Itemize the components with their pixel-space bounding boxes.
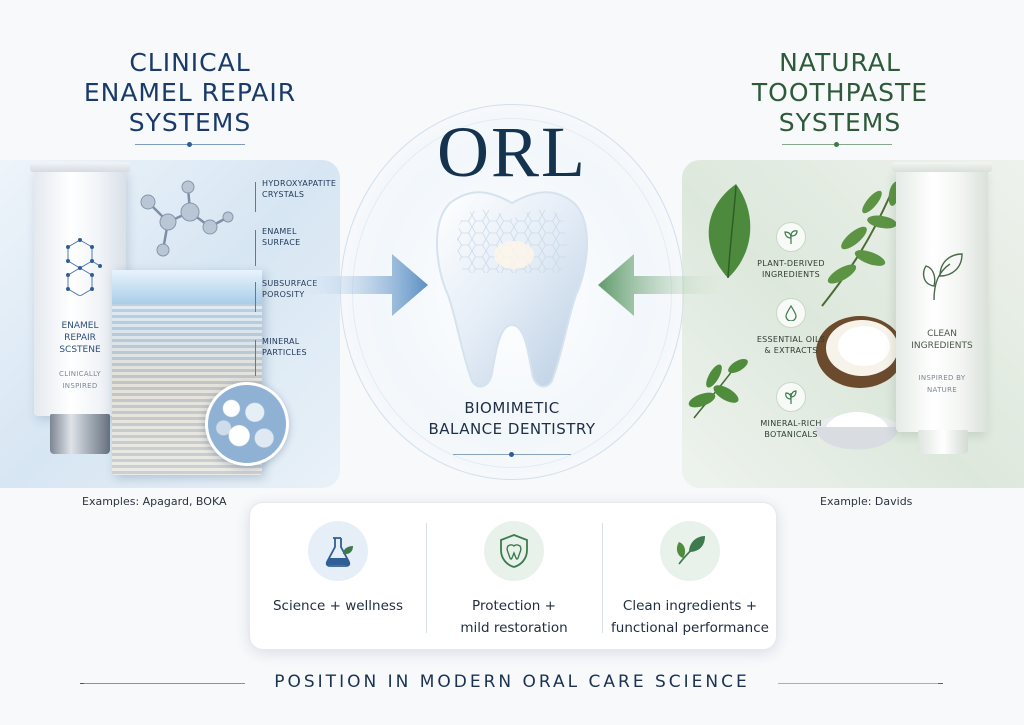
callout-plant-derived: PLANT-DERIVED INGREDIENTS <box>746 258 836 280</box>
callout-line-text: SUBSURFACE <box>262 279 318 288</box>
callout-enamel-surface: ENAMEL SURFACE <box>262 226 300 248</box>
left-examples: Examples: Apagard, BOKA <box>82 495 227 508</box>
sprout-icon <box>776 222 806 252</box>
droplet-icon <box>776 298 806 328</box>
footer-tagline: POSITION IN MODERN ORAL CARE SCIENCE <box>274 672 750 692</box>
feature-label: Clean ingredients + functional performan… <box>608 595 772 639</box>
right-title-line: NATURAL <box>779 48 901 77</box>
callout-mineral-particles: MINERAL PARTICLES <box>262 336 307 358</box>
right-examples: Example: Davids <box>820 495 913 508</box>
branch-leaves-icon <box>821 181 900 307</box>
tube-label: CLEAN INGREDIENTS <box>896 328 988 352</box>
tube-sublabel: INSPIRED BY NATURE <box>896 372 988 396</box>
flask-leaf-icon <box>308 521 368 581</box>
footer-rule-right <box>778 683 943 684</box>
footer-rule-left <box>80 683 245 684</box>
tooth-icon <box>435 191 589 388</box>
tube-sublabel: CLINICALLY INSPIRED <box>34 368 126 392</box>
tube-cap <box>50 414 110 454</box>
molecule-icon <box>140 180 234 257</box>
callout-line <box>255 230 256 266</box>
right-title-divider <box>782 142 892 147</box>
mineral-particles-closeup <box>205 382 289 466</box>
features-card: Science + wellness Protection + mild res… <box>249 502 777 650</box>
feature-label-line: functional performance <box>611 620 769 636</box>
callout-line-text: INGREDIENTS <box>762 270 820 279</box>
callout-hydroxyapatite: HYDROXYAPATITE CRYSTALS <box>262 178 336 200</box>
left-title-line: SYSTEMS <box>128 108 252 137</box>
blue-arrow-icon <box>300 254 428 316</box>
feature-label-line: Protection + <box>472 598 556 614</box>
callout-line-text: POROSITY <box>262 290 305 299</box>
callout-line-text: CRYSTALS <box>262 190 305 199</box>
left-title-line: CLINICAL <box>129 48 251 77</box>
callout-subsurface-porosity: SUBSURFACE POROSITY <box>262 278 318 300</box>
enamel-repair-tube: ENAMEL REPAIR SCSTENE CLINICALLY INSPIRE… <box>30 162 130 454</box>
tube-cap <box>918 430 968 454</box>
callout-line-text: MINERAL <box>262 337 300 346</box>
right-section-title: NATURAL TOOTHPASTE SYSTEMS <box>690 48 990 138</box>
tube-label-line: REPAIR <box>64 333 96 343</box>
center-divider <box>453 452 571 457</box>
left-section-title: CLINICAL ENAMEL REPAIR SYSTEMS <box>40 48 340 138</box>
natural-panel: PLANT-DERIVED INGREDIENTS ESSENTIAL OILS… <box>682 160 1024 488</box>
leaves-icon <box>660 521 720 581</box>
mint-leaves-icon <box>688 359 748 419</box>
right-title-line: TOOTHPASTE <box>751 78 929 107</box>
tube-crimp <box>30 162 130 172</box>
tube-label-line: SCSTENE <box>59 345 101 355</box>
feature-science-wellness: Science + wellness <box>250 503 426 651</box>
tube-crimp <box>892 162 992 172</box>
leaves-outline-icon <box>922 253 963 301</box>
shield-tooth-icon <box>484 521 544 581</box>
callout-essential-oils: ESSENTIAL OILS & EXTRACTS <box>746 334 836 356</box>
feature-divider <box>426 523 427 633</box>
tube-label-line: CLEAN <box>927 329 957 339</box>
feature-label: Science + wellness <box>256 595 420 617</box>
callout-line-text: BOTANICALS <box>764 430 818 439</box>
basil-leaf-icon <box>708 184 751 279</box>
callout-line-text: MINERAL-RICH <box>760 419 822 428</box>
callout-line-text: HYDROXYAPATITE <box>262 179 337 188</box>
tube-label: ENAMEL REPAIR SCSTENE <box>34 320 126 356</box>
tube-label-line: INGREDIENTS <box>911 341 973 351</box>
center-subtitle-line: BALANCE DENTISTRY <box>428 420 596 438</box>
molecule-hex-icon <box>66 238 102 296</box>
left-title-divider <box>135 142 245 147</box>
tube-sublabel-line: INSPIRED BY <box>918 374 966 382</box>
tube-sublabel-line: INSPIRED <box>62 382 98 390</box>
right-title-line: SYSTEMS <box>778 108 902 137</box>
callout-line-text: ESSENTIAL OILS <box>756 335 826 344</box>
herb-icon <box>776 382 806 412</box>
callout-line-text: SURFACE <box>262 238 301 247</box>
callout-line <box>255 282 256 312</box>
center-subtitle: BIOMIMETIC BALANCE DENTISTRY <box>420 398 604 440</box>
tube-sublabel-line: NATURE <box>927 386 957 394</box>
clinical-panel: ENAMEL REPAIR SCSTENE CLINICALLY INSPIRE… <box>0 160 340 488</box>
feature-divider <box>602 523 603 633</box>
feature-protection-restoration: Protection + mild restoration <box>426 503 602 651</box>
mineral-powder-bowl-icon <box>815 412 899 450</box>
left-title-line: ENAMEL REPAIR <box>83 78 297 107</box>
callout-line-text: ENAMEL <box>262 227 297 236</box>
callout-mineral-botanicals: MINERAL-RICH BOTANICALS <box>746 418 836 440</box>
feature-label: Protection + mild restoration <box>432 595 596 639</box>
feature-clean-ingredients: Clean ingredients + functional performan… <box>602 503 778 651</box>
callout-line <box>255 182 256 212</box>
tube-label-line: ENAMEL <box>61 321 99 331</box>
brand-logo: ORL <box>437 112 587 192</box>
callout-line-text: PARTICLES <box>262 348 307 357</box>
center-subtitle-line: BIOMIMETIC <box>464 399 560 417</box>
feature-label-line: mild restoration <box>460 620 568 636</box>
callout-line-text: PLANT-DERIVED <box>757 259 825 268</box>
green-arrow-icon <box>598 254 726 316</box>
natural-toothpaste-tube: CLEAN INGREDIENTS INSPIRED BY NATURE <box>892 162 992 454</box>
callout-line <box>255 340 256 376</box>
tube-sublabel-line: CLINICALLY <box>59 370 101 378</box>
callout-line-text: & EXTRACTS <box>764 346 818 355</box>
feature-label-line: Clean ingredients + <box>622 598 758 614</box>
feature-label-line: Science + wellness <box>272 598 403 614</box>
coconut-icon <box>816 316 904 388</box>
